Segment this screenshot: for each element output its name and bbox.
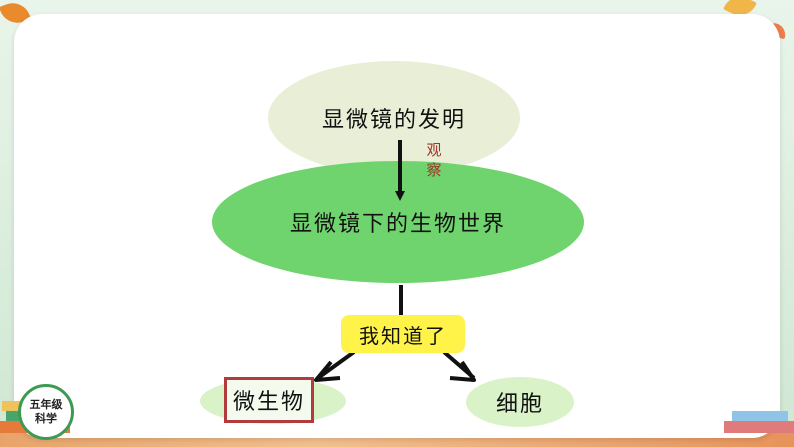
node-i-know: 我知道了 — [341, 315, 465, 353]
book-stack-decoration — [724, 393, 794, 433]
node-microscope-invention: 显微镜的发明 — [268, 61, 520, 175]
edge-label-observe: 观 察 — [424, 140, 444, 180]
node-microbe-label: 微生物 — [232, 390, 305, 415]
badge-grade-text: 五年级 — [29, 398, 63, 411]
node-cell: 细胞 — [466, 377, 574, 427]
grade-subject-badge: 五年级 科学 — [18, 384, 74, 440]
badge-subject-text: 科学 — [35, 412, 57, 425]
node-i-know-label: 我知道了 — [359, 323, 447, 348]
book-decoration — [732, 411, 788, 421]
node-microbe: 微生物 — [224, 377, 314, 423]
arrowhead-cell — [449, 360, 476, 382]
book-decoration — [724, 421, 794, 433]
edge-label-observe-char2: 察 — [426, 161, 442, 179]
node-cell-label: 细胞 — [495, 392, 544, 417]
node-microscope-world-label: 显微镜下的生物世界 — [289, 212, 506, 237]
arrow-know-to-microbe — [316, 350, 356, 380]
edge-label-observe-char1: 观 — [426, 141, 442, 159]
arrowhead-microbe — [314, 360, 341, 382]
node-microscope-invention-label: 显微镜的发明 — [321, 108, 466, 133]
node-microscope-world: 显微镜下的生物世界 — [212, 161, 584, 283]
